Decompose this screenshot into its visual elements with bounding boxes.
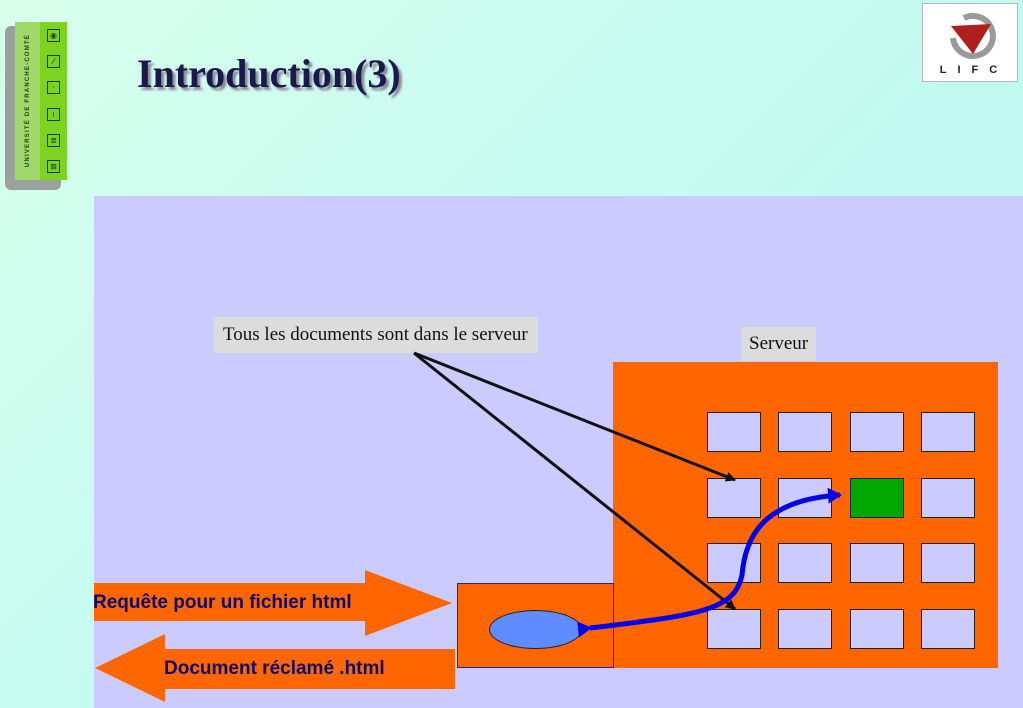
lifc-logo: LIFC (922, 3, 1018, 82)
logo-text-band: UNIVERSITÉ DE FRANCHE-COMTÉ (15, 22, 40, 180)
lifc-text: LIFC (939, 64, 1009, 76)
server-document (778, 412, 832, 452)
logo-symbol-icon-3: · (47, 81, 60, 95)
client-document (489, 610, 582, 649)
logo-symbol-icon-2: ⁄ (47, 54, 60, 68)
lifc-emblem-icon (950, 12, 996, 59)
callout-label: Tous les documents sont dans le serveur (213, 317, 538, 353)
server-document (921, 543, 975, 583)
server-document (921, 478, 975, 518)
response-arrow (95, 634, 455, 702)
logo-symbol-icon-1: ◉ (47, 28, 60, 42)
request-arrow (94, 570, 452, 636)
server-document (921, 609, 975, 649)
university-logo: UNIVERSITÉ DE FRANCHE-COMTÉ ◉ ⁄ · ≀ ≣ ⊠ (5, 22, 67, 190)
requested-document (850, 478, 904, 518)
server-document (707, 412, 761, 452)
logo-symbol-icon-4: ≀ (47, 107, 60, 121)
callout-pointer-arrow (413, 351, 736, 611)
logo-symbol-icon-6: ⊠ (47, 160, 60, 174)
server-document (921, 412, 975, 452)
slide-title: Introduction(3) (137, 51, 401, 96)
server-document (850, 543, 904, 583)
logo-icon-strip: ◉ ⁄ · ≀ ≣ ⊠ (40, 22, 67, 180)
callout-pointer-arrow (413, 351, 736, 482)
server-label: Serveur (741, 327, 817, 361)
request-flow-arrow (577, 487, 842, 638)
response-label: Document réclamé .html (164, 658, 385, 679)
logo-symbol-icon-5: ≣ (47, 133, 60, 147)
server-document (850, 609, 904, 649)
server-document (850, 412, 904, 452)
request-label: Requête pour un fichier html (93, 592, 352, 613)
